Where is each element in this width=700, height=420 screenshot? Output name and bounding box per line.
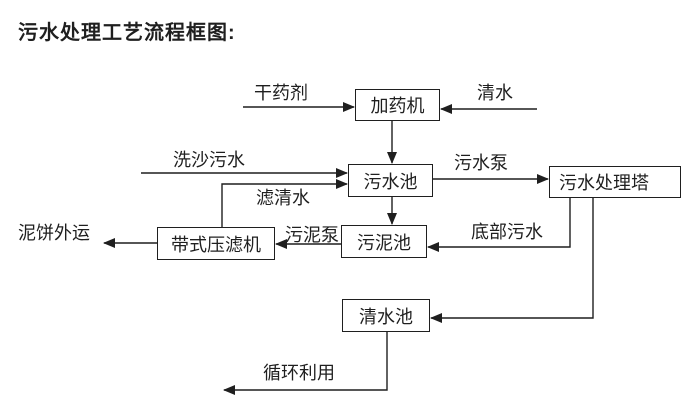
box-label: 清水池 [359, 306, 413, 327]
arrow-tower-to-clean-water-pool [430, 198, 594, 323]
label-sand-washing-sewage: 洗沙污水 [173, 150, 245, 170]
box-belt-filter-press: 带式压滤机 [157, 227, 275, 260]
box-label: 污泥池 [357, 232, 411, 253]
box-sewage-pool: 污水池 [348, 164, 433, 197]
label-clean-water: 清水 [477, 83, 513, 103]
box-label: 污水处理塔 [559, 173, 649, 193]
arrow-recycle-reuse [223, 332, 388, 395]
box-label: 加药机 [370, 96, 425, 116]
label-bottom-sewage: 底部污水 [471, 222, 543, 242]
label-mud-cake-outbound: 泥饼外运 [18, 223, 90, 243]
label-sewage-pump: 污水泵 [454, 153, 508, 173]
diagram-title: 污水处理工艺流程框图: [18, 22, 236, 44]
arrow-filtered-clean-water [221, 179, 348, 227]
arrow-bottom-sewage [427, 198, 571, 252]
box-label: 带式压滤机 [171, 234, 261, 255]
box-dosing-machine: 加药机 [355, 89, 440, 121]
box-sewage-treatment-tower: 污水处理塔 [549, 166, 681, 198]
label-dry-chemical: 干药剂 [254, 83, 308, 103]
label-recycle-reuse: 循环利用 [263, 363, 335, 383]
label-filtered-clean-water: 滤清水 [256, 188, 310, 208]
box-label: 污水池 [363, 171, 418, 192]
label-sludge-pump: 污泥泵 [285, 225, 339, 245]
box-clean-water-pool: 清水池 [342, 299, 430, 332]
box-sludge-pool: 污泥池 [341, 225, 427, 258]
